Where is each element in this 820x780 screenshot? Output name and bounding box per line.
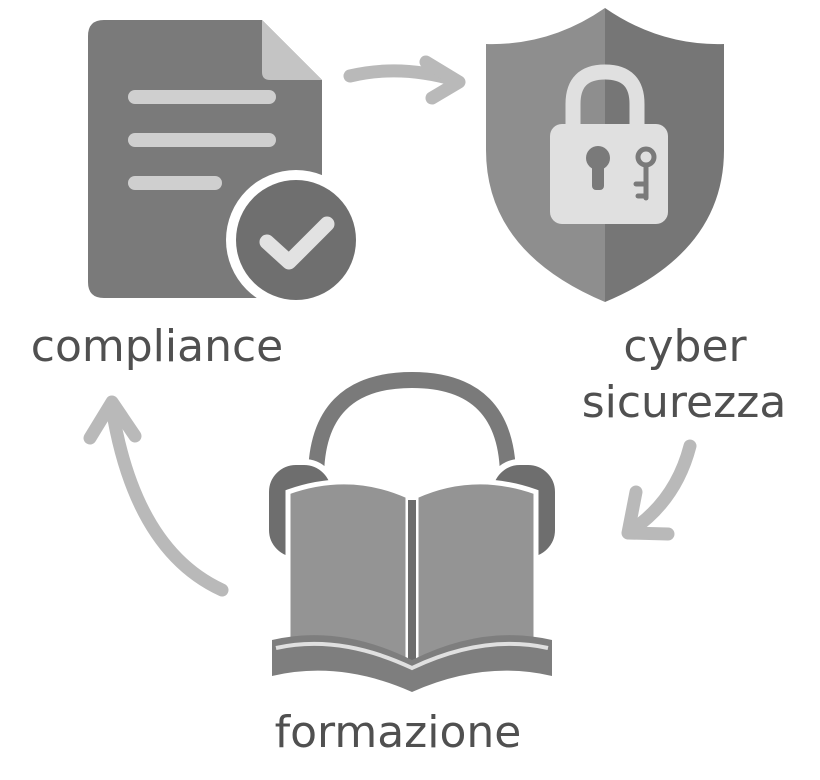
arrow-cyber-to-formazione <box>621 439 697 541</box>
check-icon <box>259 216 335 270</box>
headphone-band <box>308 371 516 516</box>
lock-shackle <box>565 64 645 124</box>
check-badge-fill <box>236 180 356 300</box>
document-line <box>128 176 222 190</box>
arrow-formazione-to-compliance <box>83 395 229 597</box>
label-compliance: compliance <box>31 321 283 372</box>
label-cyber-line1: cyber <box>623 321 747 372</box>
lock-body <box>550 124 668 224</box>
key-icon <box>633 146 657 201</box>
shield-lock-icon <box>486 8 724 302</box>
book-cover-edge <box>275 642 549 671</box>
label-formazione: formazione <box>275 707 522 758</box>
book-headphones-icon <box>263 371 561 692</box>
keyhole <box>586 146 610 170</box>
document-line <box>128 90 276 104</box>
document-check-icon <box>88 20 366 310</box>
label-cyber-line2: sicurezza <box>582 377 787 428</box>
document-fold <box>262 20 322 80</box>
arrow-compliance-to-cyber <box>343 55 466 105</box>
document-line <box>128 133 276 147</box>
keyhole-slot <box>592 164 604 190</box>
book-cover <box>272 635 552 692</box>
